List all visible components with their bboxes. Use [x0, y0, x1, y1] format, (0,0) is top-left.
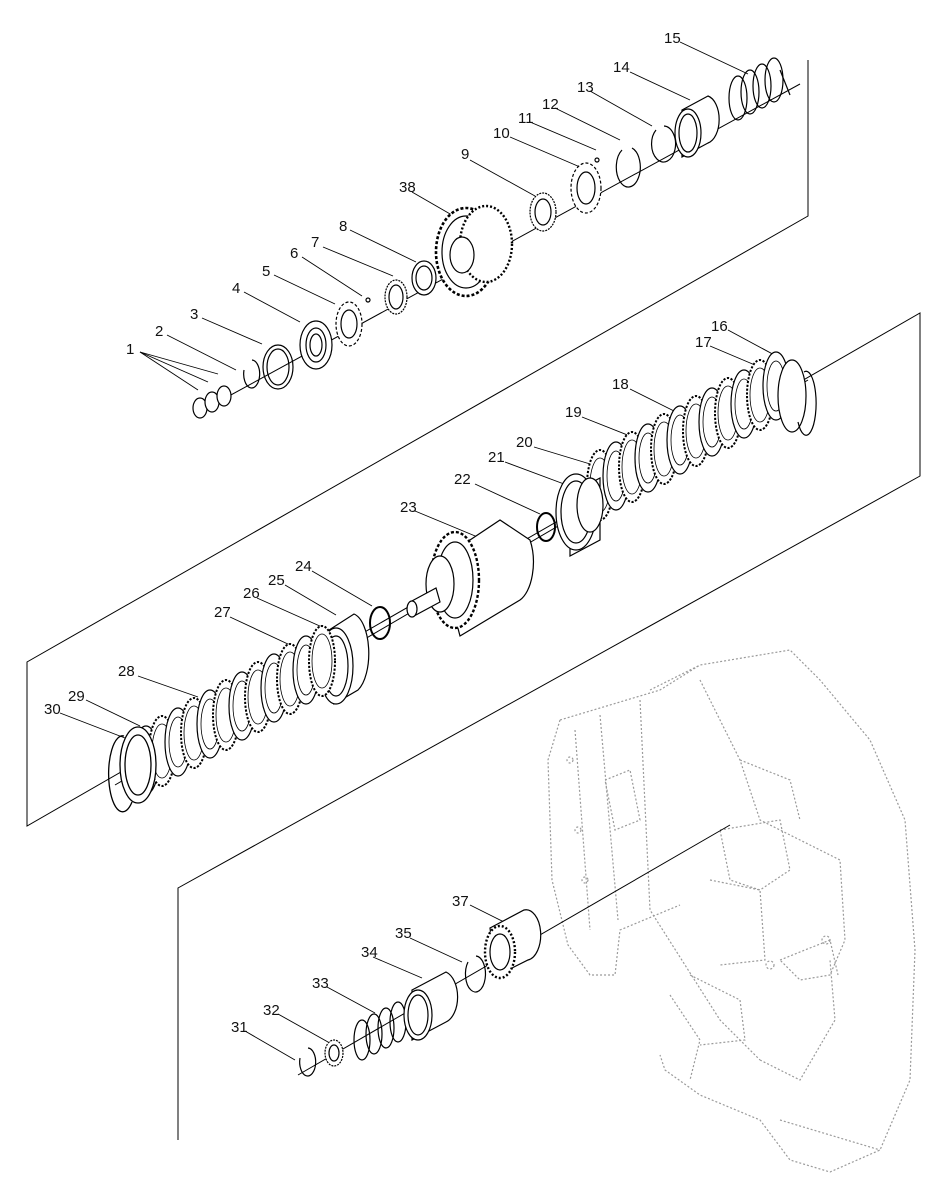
callout-19: 19 [565, 404, 582, 421]
callout-29: 29 [68, 688, 85, 705]
callout-17: 17 [695, 334, 712, 351]
callout-15: 15 [664, 30, 681, 47]
callout-18: 18 [612, 376, 629, 393]
callout-5: 5 [262, 263, 270, 280]
callout-13: 13 [577, 79, 594, 96]
callout-27: 27 [214, 604, 231, 621]
callout-32: 32 [263, 1002, 280, 1019]
callout-14: 14 [613, 59, 630, 76]
callout-4: 4 [232, 280, 240, 297]
callout-16: 16 [711, 318, 728, 335]
callout-28: 28 [118, 663, 135, 680]
callout-37: 37 [452, 893, 469, 910]
callout-6: 6 [290, 245, 298, 262]
callout-23: 23 [400, 499, 417, 516]
callout-34: 34 [361, 944, 378, 961]
callout-8: 8 [339, 218, 347, 235]
parts-bottom-row [299, 909, 542, 1077]
callout-20: 20 [516, 434, 533, 451]
callout-12: 12 [542, 96, 559, 113]
callout-31: 31 [231, 1019, 248, 1036]
callout-33: 33 [312, 975, 329, 992]
transmission-housing-ghost-icon [547, 649, 916, 1173]
callout-labels: 1 2 3 4 5 6 7 8 9 10 11 12 13 14 15 16 1… [44, 30, 728, 1036]
callout-7: 7 [311, 234, 319, 251]
parts-upper-row [192, 57, 791, 419]
callout-38: 38 [399, 179, 416, 196]
callout-1: 1 [126, 341, 134, 358]
callout-11: 11 [518, 110, 534, 127]
callout-22: 22 [454, 471, 471, 488]
callout-35: 35 [395, 925, 412, 942]
parts-lower-clutch-pack [107, 625, 336, 813]
callout-30: 30 [44, 701, 61, 718]
callout-2: 2 [155, 323, 163, 340]
callout-21: 21 [488, 449, 505, 466]
callout-25: 25 [268, 572, 285, 589]
callout-24: 24 [295, 558, 312, 575]
callout-3: 3 [190, 306, 198, 323]
callout-10: 10 [493, 125, 510, 142]
callout-9: 9 [461, 146, 469, 163]
callout-26: 26 [243, 585, 260, 602]
leader-lines [59, 41, 781, 1061]
